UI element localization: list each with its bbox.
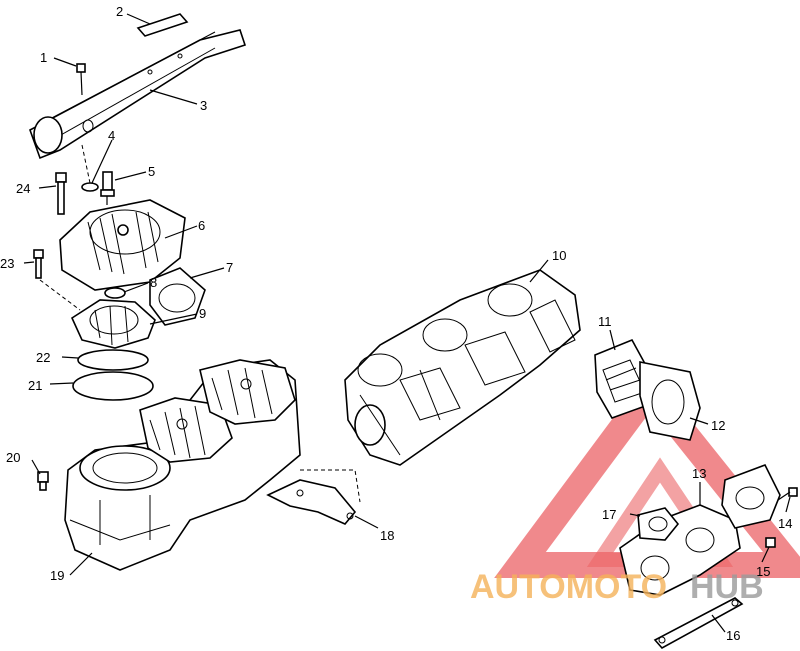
part-7-gasket (149, 267, 206, 326)
callout-3: 3 (200, 98, 207, 113)
part-20-bolt (37, 471, 49, 491)
callout-1: 1 (40, 50, 47, 65)
part-9-head-insert (70, 299, 156, 349)
callout-12: 12 (711, 418, 725, 433)
callout-2: 2 (116, 4, 123, 19)
part-2-tag (136, 13, 189, 37)
callout-5: 5 (148, 164, 155, 179)
callout-14: 14 (778, 516, 792, 531)
watermark-wordmark: AUTOMOTO HUB (470, 568, 764, 606)
part-19-cylinder-block (64, 359, 301, 571)
part-16-strap (653, 597, 744, 650)
part-18-gasket (266, 469, 361, 525)
watermark-text-automoto: AUTOMOTO (470, 568, 667, 606)
watermark-text-hub: HUB (690, 568, 764, 606)
part-24-bolt (55, 172, 67, 215)
part-6-cylinder-head (59, 199, 186, 291)
callout-22: 22 (36, 350, 50, 365)
part-10-crankcase (344, 269, 581, 466)
intake-flange-right (721, 463, 781, 529)
callout-13: 13 (692, 466, 706, 481)
part-3-manifold-cover (29, 29, 247, 160)
callout-18: 18 (380, 528, 394, 543)
callout-8: 8 (150, 275, 157, 290)
callout-labels: 1 2 3 4 5 6 7 8 9 10 11 12 13 14 15 16 1… (0, 4, 792, 643)
part-14-bolt (777, 487, 798, 501)
callout-16: 16 (726, 628, 740, 643)
callout-4: 4 (108, 128, 115, 143)
part-15-bolt (765, 537, 776, 548)
callout-24: 24 (16, 181, 30, 196)
leader-lines (23, 13, 791, 633)
callout-10: 10 (552, 248, 566, 263)
part-23-bolt (33, 249, 81, 311)
callout-9: 9 (199, 306, 206, 321)
callout-7: 7 (226, 260, 233, 275)
callout-15: 15 (756, 564, 770, 579)
part-5-spark-plug (100, 171, 115, 205)
callout-6: 6 (198, 218, 205, 233)
part-12-intake-box (639, 361, 701, 441)
callout-20: 20 (6, 450, 20, 465)
callout-19: 19 (50, 568, 64, 583)
part-4-washer (81, 144, 99, 192)
part-8-o-ring (104, 287, 126, 299)
part-17-gasket (637, 507, 680, 541)
callout-11: 11 (598, 314, 612, 329)
part-1-bolt (76, 63, 86, 96)
callout-23: 23 (0, 256, 14, 271)
callout-21: 21 (28, 378, 42, 393)
part-21-o-ring (72, 371, 154, 401)
callout-17: 17 (602, 507, 616, 522)
part-22-seal (77, 349, 149, 371)
